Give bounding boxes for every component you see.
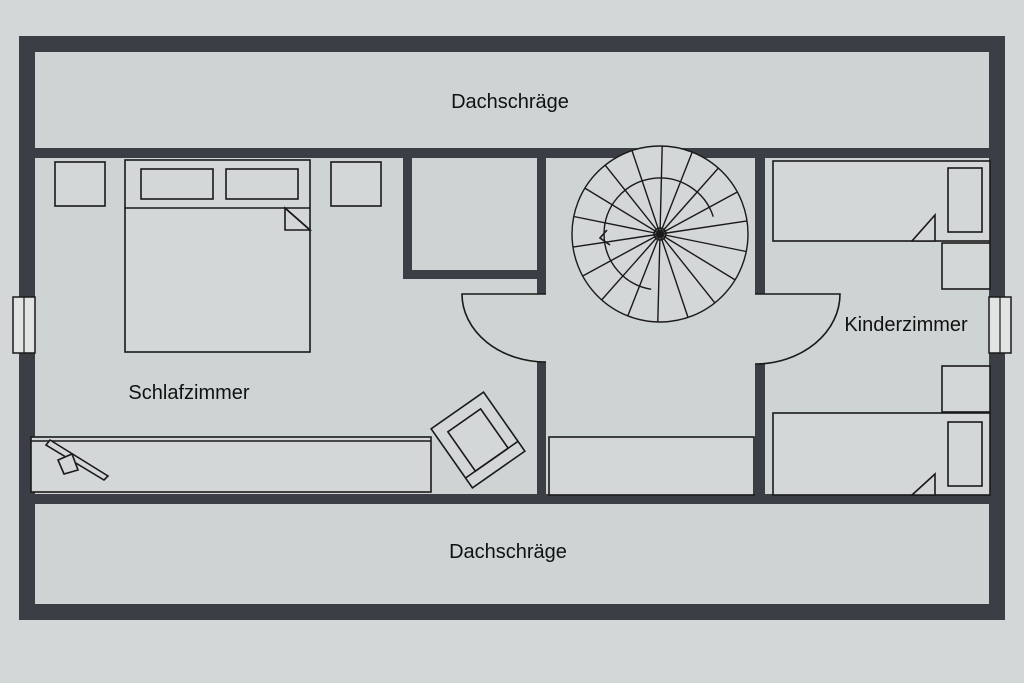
nightstand-right bbox=[330, 161, 382, 207]
door-kids-room bbox=[754, 293, 841, 365]
wall-hall-right-lower bbox=[755, 364, 765, 496]
wall-top-slope bbox=[27, 148, 997, 158]
stair-step-line bbox=[659, 220, 748, 235]
stair-step-line bbox=[584, 187, 661, 235]
spiral-staircase bbox=[571, 145, 749, 323]
stair-walkline bbox=[603, 177, 714, 290]
door-bedroom bbox=[461, 293, 547, 363]
armchair bbox=[430, 391, 526, 489]
stair-step-line bbox=[582, 233, 661, 277]
label-sloped-ceiling-bottom: Dachschräge bbox=[449, 541, 567, 563]
hall-bench bbox=[548, 436, 755, 496]
wall-hall-left-lower bbox=[537, 362, 546, 496]
stair-step-line bbox=[573, 215, 661, 235]
label-sloped-ceiling-top: Dachschräge bbox=[451, 91, 569, 113]
pillow-right bbox=[225, 168, 299, 200]
wall-bottom-slope bbox=[27, 494, 997, 504]
label-kids-room: Kinderzimmer bbox=[844, 314, 968, 336]
pillow-kid-top bbox=[947, 167, 983, 233]
label-bedroom: Schlafzimmer bbox=[128, 382, 249, 404]
stair-step-line bbox=[604, 164, 661, 235]
stair-step-line bbox=[631, 150, 661, 235]
blanket-fold-kid-top bbox=[910, 212, 936, 242]
bed-blanket-corner bbox=[284, 207, 311, 231]
wall-hall-right-upper bbox=[755, 158, 765, 294]
nightstand-kid-top bbox=[941, 242, 991, 290]
nightstand-kid-bottom bbox=[941, 365, 991, 413]
stair-step-line bbox=[627, 233, 661, 317]
stair-step-line bbox=[657, 233, 661, 323]
wall-hall-left-upper bbox=[537, 158, 546, 294]
stair-step-line bbox=[659, 233, 736, 281]
desk-lamp bbox=[44, 438, 110, 482]
window-right bbox=[988, 296, 1012, 354]
closet-wall-horizontal bbox=[403, 270, 546, 279]
pillow-left bbox=[140, 168, 214, 200]
stair-step-line bbox=[601, 233, 661, 301]
stair-step-line bbox=[659, 167, 719, 235]
window-left bbox=[12, 296, 36, 354]
stair-step-line bbox=[659, 151, 693, 235]
stair-step-line bbox=[659, 191, 738, 235]
stair-step-line bbox=[659, 233, 747, 253]
pillow-kid-bottom bbox=[947, 421, 983, 487]
wardrobe bbox=[30, 436, 432, 493]
nightstand-left bbox=[54, 161, 106, 207]
closet-wall-vertical bbox=[403, 158, 412, 278]
stair-step-line bbox=[659, 233, 689, 318]
stair-step-line bbox=[659, 233, 716, 304]
stair-step-line bbox=[572, 233, 661, 248]
stair-step-line bbox=[659, 145, 663, 235]
blanket-fold-kid-bottom bbox=[909, 472, 936, 496]
